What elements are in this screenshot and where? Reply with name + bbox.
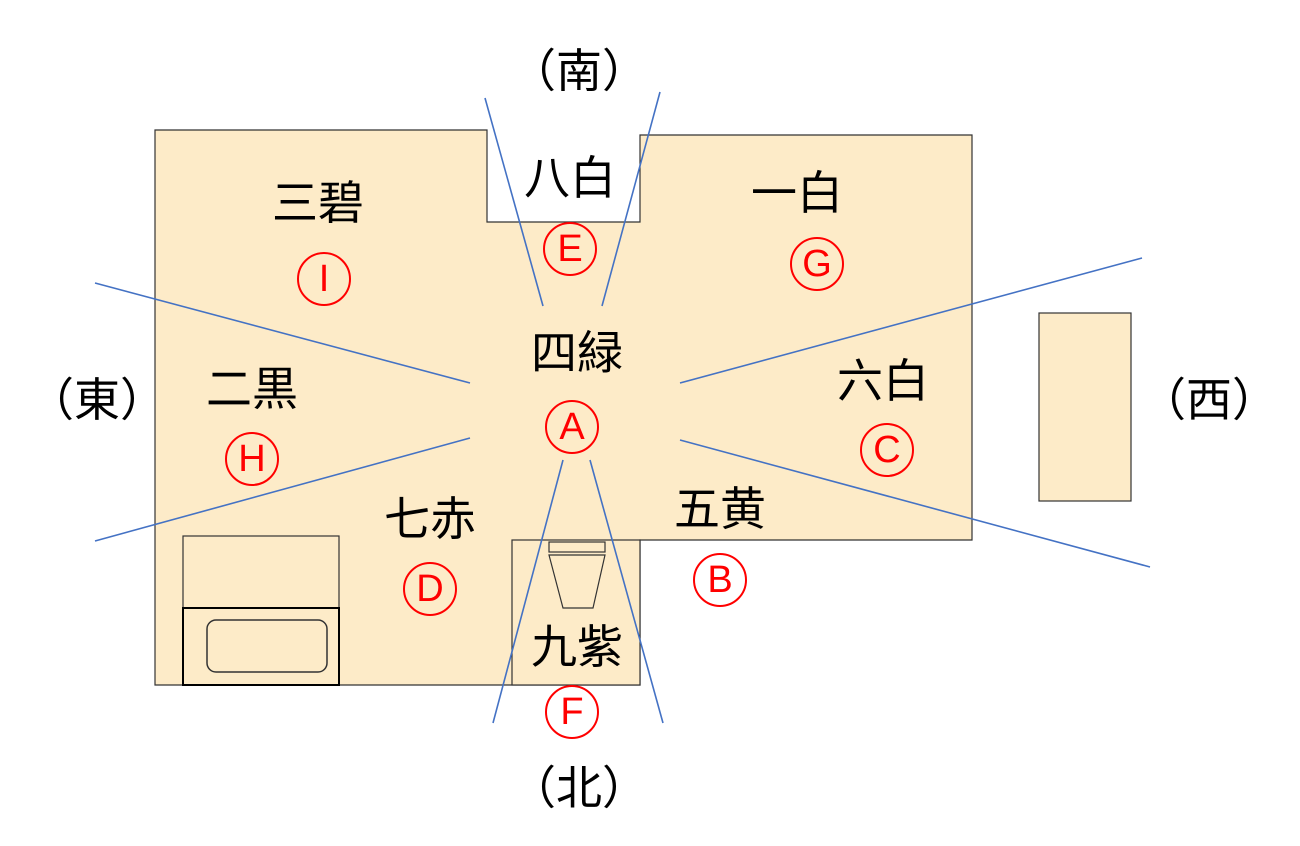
bathtub-inner <box>206 619 328 673</box>
star-name-c: 六白 <box>837 354 929 408</box>
direction-west: （西） <box>1140 373 1278 427</box>
star-name-g: 一白 <box>751 166 843 220</box>
marker-c: C <box>860 423 914 477</box>
sector-line <box>94 282 471 384</box>
marker-b: B <box>693 553 747 607</box>
sector-line <box>679 439 1151 568</box>
star-name-d: 七赤 <box>384 492 476 546</box>
sector-line <box>492 459 564 724</box>
direction-south: （南） <box>510 44 648 98</box>
sector-line <box>679 257 1143 384</box>
sector-line <box>601 91 661 307</box>
toilet-tank <box>548 541 606 553</box>
sector-line <box>94 437 471 542</box>
sector-line <box>589 459 664 724</box>
marker-f: F <box>545 685 599 739</box>
star-name-h: 二黒 <box>206 362 298 416</box>
marker-d: D <box>403 562 457 616</box>
sector-line <box>484 97 544 307</box>
toilet-bowl <box>548 554 606 609</box>
star-name-b: 五黄 <box>674 482 766 536</box>
marker-i: I <box>297 252 351 306</box>
star-name-i: 三碧 <box>272 176 364 230</box>
star-name-e: 八白 <box>524 151 616 205</box>
marker-h: H <box>225 432 279 486</box>
direction-east: （東） <box>28 373 166 427</box>
sector-lines <box>94 91 1151 724</box>
star-name-f: 九紫 <box>531 620 623 674</box>
west-annex <box>1038 312 1132 502</box>
star-name-a: 四緑 <box>531 326 623 380</box>
marker-g: G <box>790 237 844 291</box>
direction-north: （北） <box>510 761 648 815</box>
marker-e: E <box>543 222 597 276</box>
marker-a: A <box>545 400 599 454</box>
